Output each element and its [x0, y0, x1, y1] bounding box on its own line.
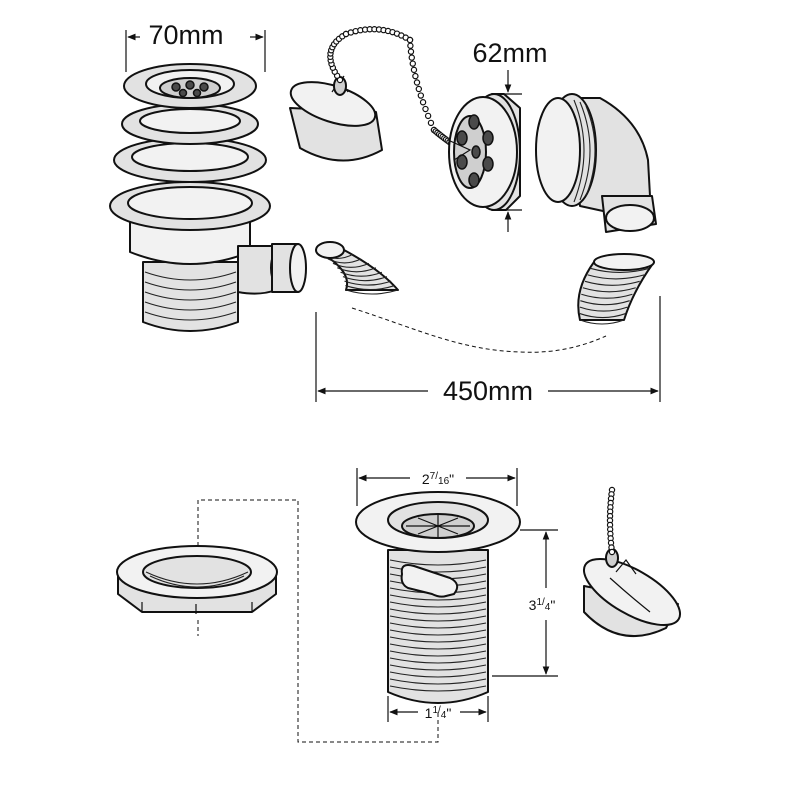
overflow-hose-path	[351, 307, 607, 353]
plug-stopper-bottom	[582, 548, 682, 637]
basin-waste-body	[109, 63, 307, 332]
dashed-alignment-lines	[197, 499, 439, 743]
dimension-flange-width-label: 27/16"	[422, 471, 454, 487]
backnut	[116, 545, 278, 614]
waste-body-slotted	[355, 491, 521, 704]
plug-stopper-top	[289, 75, 383, 162]
dimension-70mm-label: 70mm	[148, 20, 223, 50]
dimension-flange-width: 27/16"	[356, 468, 518, 506]
overflow-elbow	[535, 93, 657, 233]
dimension-450mm: 450mm	[315, 296, 661, 406]
dimension-thread-width: 11/4"	[387, 696, 489, 722]
dimension-thread-width-label: 11/4"	[425, 705, 452, 721]
dimension-62mm-label: 62mm	[472, 38, 547, 68]
overflow-face	[447, 93, 521, 211]
hose-connector-right	[577, 253, 655, 325]
bead-chain-bottom	[606, 486, 616, 556]
dimension-body-height-label: 31/4"	[529, 597, 556, 613]
dimension-62mm: 62mm	[472, 38, 548, 232]
hose-connector-left	[315, 241, 399, 295]
dimension-70mm: 70mm	[125, 20, 266, 72]
dimension-body-height: 31/4"	[492, 529, 558, 677]
dimension-450mm-label: 450mm	[443, 376, 533, 406]
